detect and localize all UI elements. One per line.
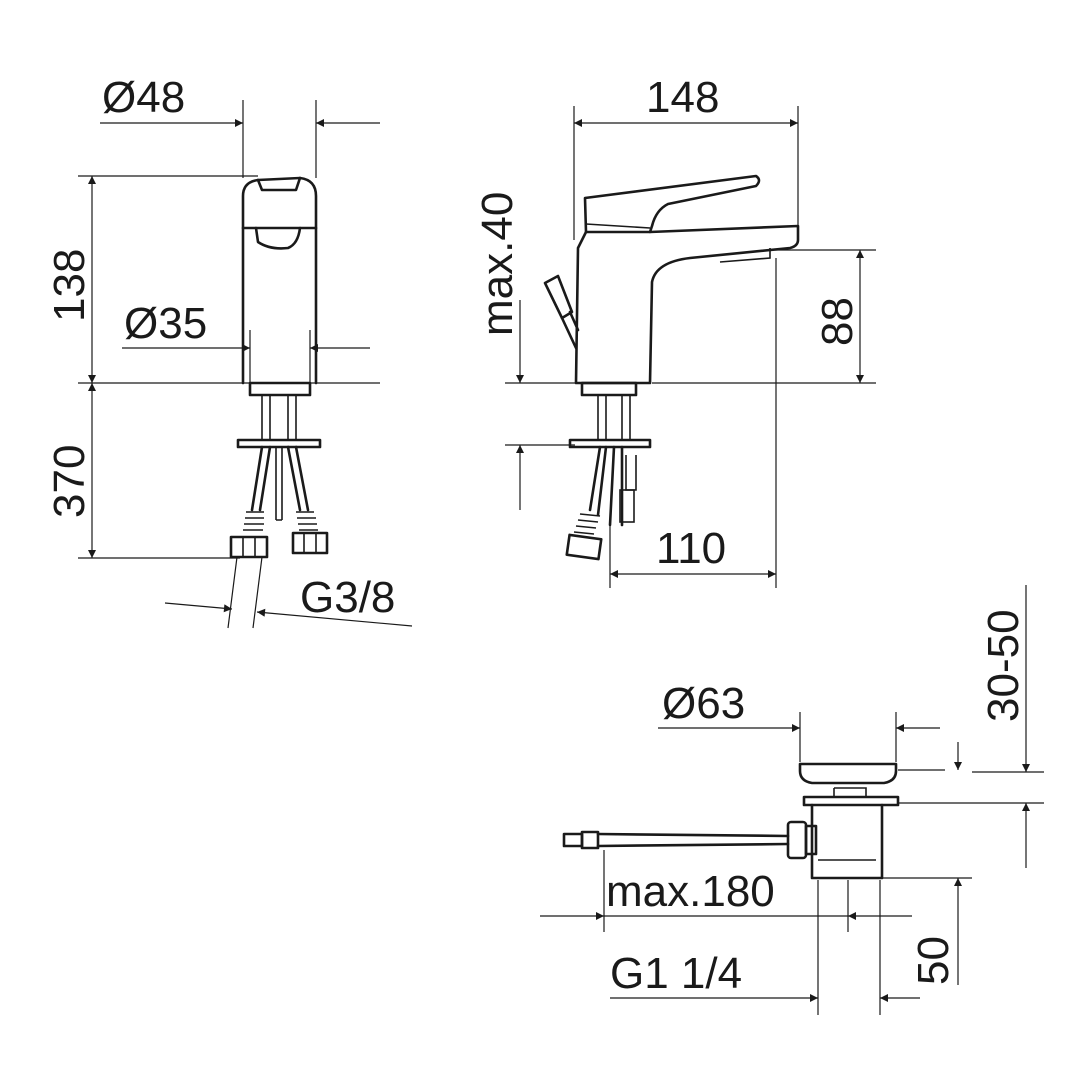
dim-d63: Ø63: [662, 679, 745, 728]
side-dimensions: 148 max.40 88 110: [473, 73, 876, 588]
drain-rod: [596, 832, 790, 848]
dim-g114: G1 1/4: [610, 949, 742, 998]
dim-max180: max.180: [606, 867, 775, 916]
drain-dimensions: Ø63 30-50 50 max.180 G1 1/4: [540, 585, 1044, 1015]
side-nut: [565, 533, 603, 561]
side-lever: [583, 174, 761, 234]
front-handle: [241, 176, 318, 230]
popup-knob: [543, 274, 574, 320]
drain-body: [810, 803, 884, 880]
drain-cap: [798, 762, 898, 785]
dim-148: 148: [646, 73, 719, 122]
dim-138: 138: [45, 249, 94, 322]
dim-50: 50: [909, 936, 958, 985]
side-body: [574, 224, 800, 385]
front-nut-right: [291, 531, 329, 555]
front-mount-plate: [236, 438, 322, 449]
dim-d48: Ø48: [102, 73, 185, 122]
dim-88: 88: [813, 297, 862, 346]
dim-3050: 30-50: [979, 609, 1028, 722]
dim-110: 110: [656, 524, 726, 573]
dim-370: 370: [45, 445, 94, 518]
side-view: [543, 174, 800, 561]
side-mount-plate: [568, 438, 652, 449]
dim-max40: max.40: [473, 192, 522, 336]
front-dimensions: Ø48 138 Ø35 370 G3/8: [45, 73, 413, 629]
dim-d35: Ø35: [124, 299, 207, 348]
front-nut-left: [229, 535, 269, 559]
front-view: [229, 176, 329, 559]
dim-g38: G3/8: [300, 573, 395, 622]
drain-view: [562, 762, 900, 880]
